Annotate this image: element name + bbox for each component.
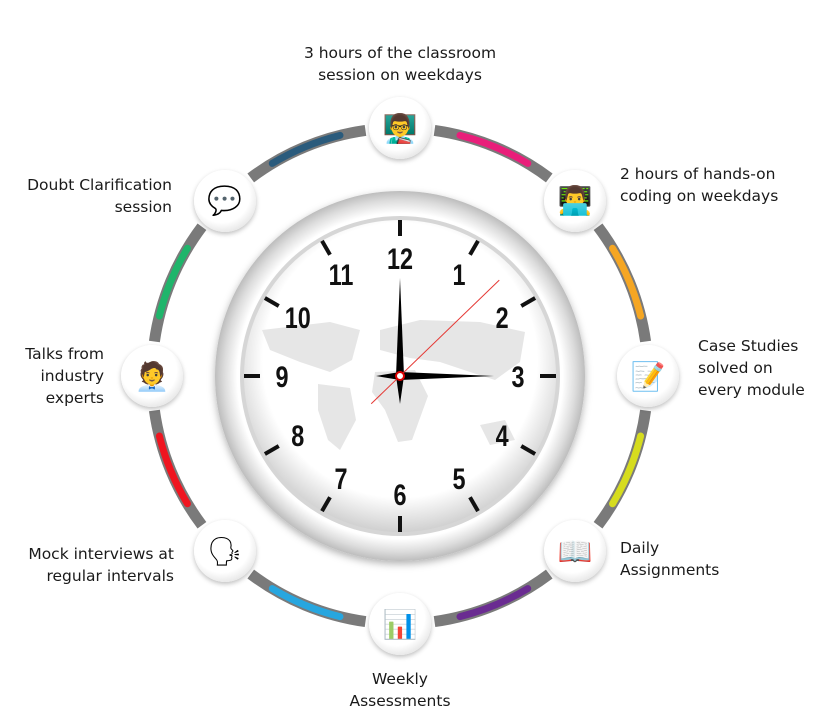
clock-number: 2 bbox=[496, 301, 509, 334]
item-label-line: experts bbox=[45, 389, 104, 407]
item-label-line: every module bbox=[698, 381, 805, 399]
item-label-line: industry bbox=[40, 367, 105, 385]
ring-segment-shadow bbox=[433, 124, 553, 183]
item-label: Case Studies solved on every module bbox=[698, 335, 828, 401]
ring-segment bbox=[268, 131, 344, 167]
hour-tick bbox=[320, 496, 332, 513]
hour-tick bbox=[263, 296, 280, 308]
ring-segment bbox=[155, 432, 191, 508]
interview-icon: 🗣 bbox=[193, 520, 256, 583]
ring-segment-shadow bbox=[593, 223, 652, 343]
ring-segment-shadow bbox=[247, 124, 367, 183]
item-label-line: Assessments bbox=[349, 692, 451, 710]
clock-number: 11 bbox=[329, 258, 354, 291]
item-label-line: Assignments bbox=[620, 561, 720, 579]
item-label-line: session bbox=[114, 198, 172, 216]
ring-segment-shadow bbox=[148, 223, 207, 343]
clock-center-pin bbox=[395, 371, 405, 381]
item-label-line: Daily bbox=[620, 539, 660, 557]
ring-segment bbox=[609, 244, 645, 320]
ring-segment bbox=[609, 432, 645, 508]
item-label-line: Weekly bbox=[372, 670, 428, 688]
ring-segment bbox=[456, 131, 532, 167]
item-label: 2 hours of hands-on coding on weekdays bbox=[620, 163, 820, 207]
clock-number: 7 bbox=[334, 462, 347, 495]
hour-tick bbox=[263, 444, 280, 456]
classroom-presentation-icon: 👨‍🏫 bbox=[369, 97, 431, 159]
item-label-line: solved on bbox=[698, 359, 773, 377]
item-label-line: Case Studies bbox=[698, 337, 799, 355]
clock-number: 6 bbox=[393, 478, 406, 511]
clock-number: 5 bbox=[452, 462, 465, 495]
item-label: Talks from industry experts bbox=[0, 343, 104, 409]
hour-tick bbox=[468, 496, 480, 513]
item-label-line: coding on weekdays bbox=[620, 187, 779, 205]
hour-tick bbox=[468, 239, 480, 256]
item-label: Doubt Clarification session bbox=[0, 174, 172, 218]
item-label-line: session on weekdays bbox=[318, 66, 482, 84]
clock-number: 8 bbox=[291, 419, 304, 452]
ring-segment-shadow bbox=[247, 569, 367, 628]
clock-number: 3 bbox=[511, 360, 524, 393]
hour-tick bbox=[320, 239, 332, 256]
ring-segment-shadow bbox=[433, 569, 553, 628]
clock-number: 9 bbox=[275, 360, 288, 393]
clock-number: 1 bbox=[452, 258, 465, 291]
ring-segment bbox=[155, 244, 191, 320]
item-label-line: Mock interviews at bbox=[28, 545, 174, 563]
item-label-line: 2 hours of hands-on bbox=[620, 165, 776, 183]
hour-tick bbox=[520, 444, 537, 456]
book-chart-icon: 📊 bbox=[369, 593, 431, 655]
hour-tick bbox=[520, 296, 537, 308]
clock-number: 4 bbox=[496, 419, 509, 452]
item-label: Mock interviews at regular intervals bbox=[0, 543, 174, 587]
discussion-icon: 💬 bbox=[193, 169, 256, 232]
hour-hand bbox=[376, 372, 494, 380]
open-book-icon: 📖 bbox=[544, 520, 607, 583]
item-label-line: regular intervals bbox=[46, 567, 174, 585]
world-map bbox=[262, 320, 525, 450]
outer-colored-ring bbox=[148, 124, 652, 628]
clock-number: 10 bbox=[285, 301, 311, 334]
second-hand bbox=[370, 279, 500, 405]
ring-segment-shadow bbox=[148, 409, 207, 529]
coding-desk-icon: 👨‍💻 bbox=[544, 169, 607, 232]
item-label-line: 3 hours of the classroom bbox=[303, 44, 497, 62]
clock-number: 12 bbox=[387, 242, 413, 275]
ring-segment bbox=[268, 585, 344, 621]
item-label-line: Doubt Clarification bbox=[27, 176, 172, 194]
clock-hands bbox=[370, 278, 500, 405]
speaker-podium-icon: 🧑‍💼 bbox=[121, 345, 183, 407]
item-label-line: Talks from bbox=[25, 345, 104, 363]
document-signature-icon: 📝 bbox=[617, 345, 679, 407]
item-label: 3 hours of the classroom session on weekd… bbox=[270, 42, 530, 86]
ring-segment bbox=[456, 585, 532, 621]
ring-segment-shadow bbox=[593, 409, 652, 529]
